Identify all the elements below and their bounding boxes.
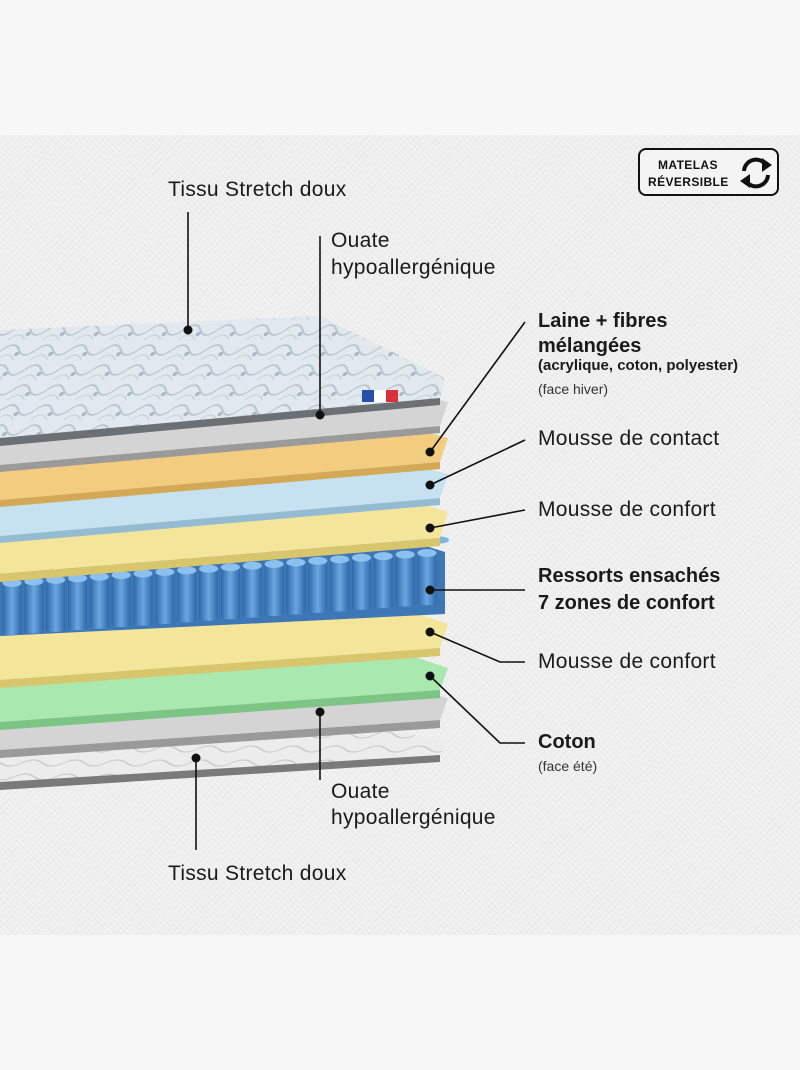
label-wool-line1: Laine + fibres [538, 308, 668, 335]
spring-coil [374, 556, 393, 608]
spring-coil [90, 577, 109, 629]
badge-line2: RÉVERSIBLE [648, 175, 729, 189]
label-wool-line2: mélangées [538, 333, 641, 360]
spring-coil [155, 572, 174, 624]
spring-coil [68, 578, 87, 630]
leader-wool [430, 322, 525, 452]
spring-cap [199, 565, 218, 573]
spring-cap [352, 554, 371, 562]
label-springs-line2: 7 zones de confort [538, 590, 715, 617]
label-top-fabric: Tissu Stretch doux [168, 178, 347, 202]
label-top-batting-line2: hypoallergénique [331, 256, 496, 280]
spring-cap [265, 560, 284, 568]
spring-coil [243, 566, 262, 618]
spring-coil [418, 553, 437, 605]
label-wool-detail: (acrylique, coton, polyester) [538, 357, 738, 374]
spring-cap [221, 563, 240, 571]
label-contact-foam: Mousse de contact [538, 427, 719, 451]
label-top-batting-line1: Ouate [331, 229, 390, 253]
label-cotton-face: (face été) [538, 758, 597, 774]
spring-coil [24, 581, 43, 633]
leader-cotton [430, 676, 525, 743]
spring-cap [308, 557, 327, 565]
label-springs-line1: Ressorts ensachés [538, 563, 720, 590]
spring-cap [418, 549, 437, 557]
label-comfort-foam-top: Mousse de confort [538, 498, 716, 522]
spring-cap [286, 558, 305, 566]
spring-cap [177, 566, 196, 574]
spring-coil [221, 567, 240, 619]
badge-line1: MATELAS [658, 158, 718, 172]
reversible-badge: MATELAS RÉVERSIBLE [638, 148, 779, 196]
reversible-arrows-icon [736, 153, 776, 193]
label-wool-face: (face hiver) [538, 381, 608, 397]
label-bottom-batting-line1: Ouate [331, 780, 390, 804]
label-cotton: Coton [538, 729, 596, 756]
spring-coil [330, 559, 349, 611]
label-comfort-foam-bottom: Mousse de confort [538, 650, 716, 674]
label-bottom-batting-line2: hypoallergénique [331, 806, 496, 830]
spring-coil [134, 574, 153, 626]
spring-coil [3, 583, 22, 635]
spring-cap [374, 552, 393, 560]
spring-coil [177, 570, 196, 622]
spring-coil [352, 558, 371, 610]
spring-coil [112, 575, 131, 627]
label-bottom-fabric: Tissu Stretch doux [168, 862, 347, 886]
spring-coil [46, 580, 65, 632]
french-flag-icon [362, 390, 398, 402]
spring-coil [265, 564, 284, 616]
spring-coil [308, 561, 327, 613]
spring-coil [396, 555, 415, 607]
spring-cap [330, 555, 349, 563]
spring-cap [243, 562, 262, 570]
spring-coil [286, 562, 305, 614]
spring-cap [155, 568, 174, 576]
spring-cap [396, 551, 415, 559]
spring-coil [199, 569, 218, 621]
leader-comfort-foam-bottom [430, 632, 525, 662]
